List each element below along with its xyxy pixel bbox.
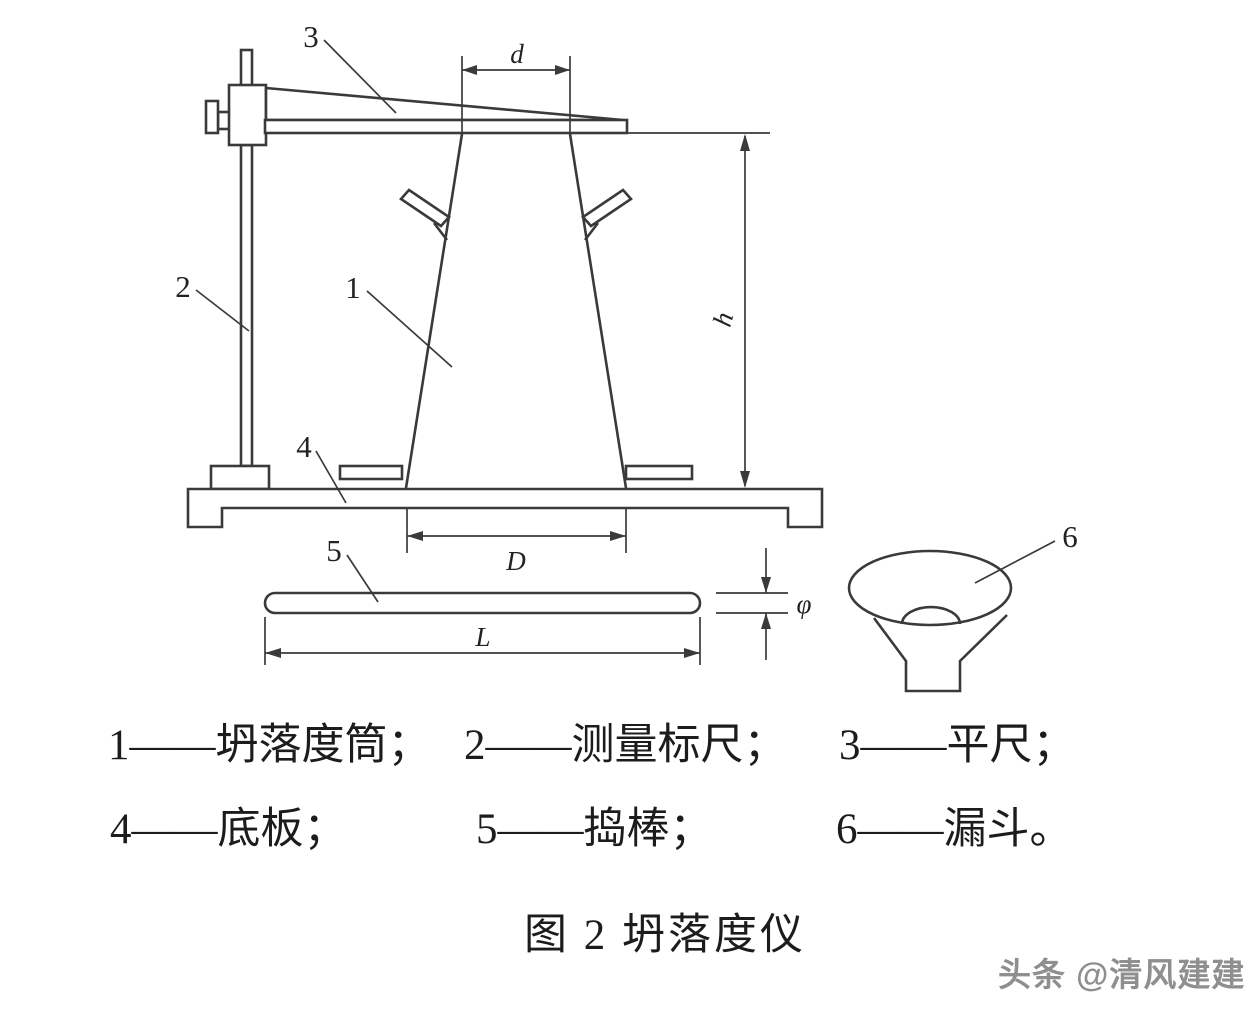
- part-callouts: 1 2 3 4 5 6: [175, 19, 1078, 603]
- dimension-d-label: d: [510, 39, 524, 69]
- legend-item-2: 2——测量标尺；: [464, 722, 787, 769]
- cone-foot-tab-left: [338, 464, 404, 481]
- legend-item-6: 6——漏斗。: [836, 806, 1073, 853]
- callout-1-cone: 1: [345, 270, 361, 305]
- dimension-D-label: D: [505, 546, 526, 576]
- dimension-h-label: h: [707, 309, 739, 330]
- measuring-scale-stand: [204, 48, 271, 491]
- legend-item-1: 1——坍落度筒；: [108, 722, 431, 769]
- callout-6-funnel: 6: [1062, 519, 1078, 554]
- cone-handle-right: [581, 188, 633, 241]
- dimension-L-label: L: [474, 622, 490, 652]
- funnel: [847, 549, 1013, 693]
- legend-item-5: 5——捣棒；: [476, 806, 713, 853]
- tamping-rod: [263, 591, 702, 615]
- legend-item-3: 3——平尺；: [839, 722, 1076, 769]
- callout-3-ruler: 3: [303, 19, 319, 54]
- dimension-D: D: [406, 509, 627, 576]
- flat-ruler: [263, 86, 770, 135]
- legend-item-4: 4——底板；: [110, 806, 347, 853]
- dimension-phi-label: φ: [797, 589, 812, 619]
- dimension-phi: φ: [716, 548, 812, 660]
- slump-test-apparatus-diagram: d h D L: [175, 19, 1078, 693]
- watermark: 头条 @清风建建: [998, 956, 1246, 993]
- callout-2-scale: 2: [175, 269, 191, 304]
- cone-handle-left: [399, 188, 451, 241]
- figure-caption: 图 2 坍落度仪: [524, 912, 806, 959]
- dimension-d: d: [461, 39, 571, 133]
- dimension-h: h: [707, 134, 750, 488]
- dimension-L: L: [264, 617, 701, 665]
- slump-cone: [338, 133, 694, 489]
- base-plate: [186, 487, 824, 529]
- callout-4-plate: 4: [296, 429, 312, 464]
- callout-5-rod: 5: [326, 533, 342, 568]
- cone-foot-tab-right: [624, 464, 694, 481]
